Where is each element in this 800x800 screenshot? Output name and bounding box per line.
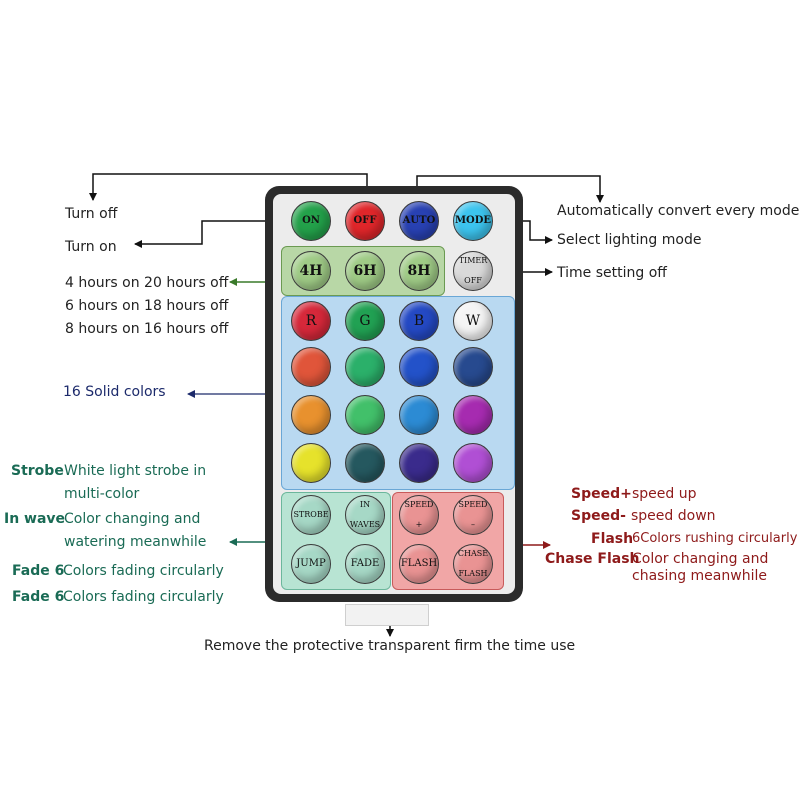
solid-colors-label: 16 Solid colors [63,384,166,400]
chase-flash-key: Chase Flash [545,551,640,567]
mode-label: Select lighting mode [557,232,702,248]
speed-down-button[interactable]: SPEED– [453,495,493,535]
auto-button[interactable]: AUTO [399,201,439,241]
color-r-button[interactable]: R [291,301,331,341]
strobe-key: Strobe [11,463,64,479]
timer-off-label: Time setting off [557,265,667,281]
speed-up-key: Speed+ [571,486,632,502]
solid-color-button[interactable] [345,443,385,483]
flash-key: Flash [591,531,634,547]
solid-color-button[interactable] [399,443,439,483]
mode-button[interactable]: MODE [453,201,493,241]
speed-down-desc: speed down [631,508,716,524]
auto-label: Automatically convert every mode [557,203,800,219]
turn-off-label: Turn off [65,206,118,222]
jump-button[interactable]: JUMP [291,544,331,584]
strobe-button[interactable]: STROBE [291,495,331,535]
hours-label-1: 4 hours on 20 hours off [65,275,229,291]
chase-flash-desc-2: chasing meanwhile [632,568,767,584]
solid-color-button[interactable] [453,443,493,483]
speed-down-key: Speed- [571,508,626,524]
timer-4h-button[interactable]: 4H [291,251,331,291]
hours-label-2: 6 hours on 18 hours off [65,298,229,314]
turn-on-label: Turn on [65,239,117,255]
color-w-button[interactable]: W [453,301,493,341]
flash-button[interactable]: FLASH [399,544,439,584]
solid-color-button[interactable] [345,395,385,435]
fade-key-2: Fade 6 [12,589,65,605]
bottom-note: Remove the protective transparent firm t… [204,638,576,654]
in-wave-desc-2: watering meanwhile [64,534,207,550]
color-g-button[interactable]: G [345,301,385,341]
solid-color-button[interactable] [453,395,493,435]
color-b-button[interactable]: B [399,301,439,341]
turn-on-line [134,220,291,248]
speed-up-button[interactable]: SPEED+ [399,495,439,535]
fade-button[interactable]: FADE [345,544,385,584]
fade-key-1: Fade 6 [12,563,65,579]
strobe-desc-1: White light strobe in [64,463,207,479]
solid-color-button[interactable] [291,395,331,435]
fade-desc-1: Colors fading circularly [63,563,224,579]
on-button[interactable]: ON [291,201,331,241]
flash-desc: 6Colors rushing circularly [632,531,798,546]
strobe-desc-2: multi-color [64,486,140,502]
solid-color-button[interactable] [291,443,331,483]
timer-8h-button[interactable]: 8H [399,251,439,291]
off-button[interactable]: OFF [345,201,385,241]
solid-color-button[interactable] [291,347,331,387]
solid-color-button[interactable] [453,347,493,387]
solid-color-button[interactable] [399,395,439,435]
fade-desc-2: Colors fading circularly [63,589,224,605]
in-wave-desc-1: Color changing and [64,511,201,527]
speed-up-desc: speed up [632,486,697,502]
in-wave-key: In wave [4,511,66,527]
hours-label-3: 8 hours on 16 hours off [65,321,229,337]
battery-tab[interactable] [345,604,429,626]
chase-flash-desc-1: Color changing and [632,551,769,567]
solid-color-button[interactable] [399,347,439,387]
solid-color-button[interactable] [345,347,385,387]
timer-6h-button[interactable]: 6H [345,251,385,291]
